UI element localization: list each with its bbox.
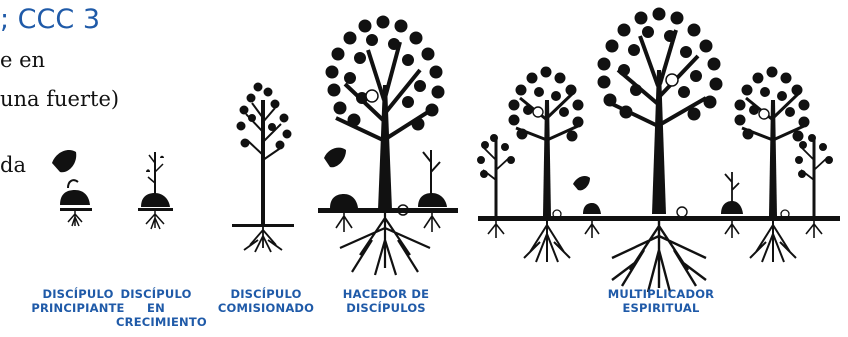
caption-line: PRINCIPIANTE: [31, 301, 125, 315]
caption-line: CRECIMIENTO: [116, 315, 207, 329]
page-heading: ; CCC 3: [0, 4, 100, 35]
text-line-2: una fuerte): [0, 87, 120, 111]
caption-line: HACEDOR DE: [342, 287, 430, 301]
seedling-figure: [138, 152, 173, 230]
stage-caption-crecimiento: DISCÍPULO EN CRECIMIENTO: [116, 287, 207, 329]
text-line-1: e en: [0, 48, 46, 72]
stage-caption-multiplicador: MULTIPLICADOR ESPIRITUAL: [596, 287, 726, 315]
multiplier-forest-figure: [477, 7, 840, 293]
stage-caption-comisionado: DISCÍPULO COMISIONADO: [210, 287, 322, 315]
caption-line: MULTIPLICADOR: [607, 287, 715, 301]
caption-line: DISCÍPULO: [230, 287, 302, 301]
caption-line: EN: [147, 301, 165, 315]
caption-line: COMISIONADO: [217, 301, 315, 315]
text-line-3: da: [0, 153, 26, 177]
caption-line: ESPIRITUAL: [622, 301, 700, 315]
young-tree-figure: [232, 82, 294, 253]
stage-caption-principiante: DISCÍPULO PRINCIPIANTE: [26, 287, 130, 315]
caption-line: DISCÍPULO: [120, 287, 192, 301]
stage-caption-hacedor: HACEDOR DE DISCÍPULOS: [330, 287, 442, 315]
seed-sprout-figure: [52, 150, 92, 227]
fruit-tree-figure: [318, 15, 458, 276]
caption-line: DISCÍPULOS: [346, 301, 426, 315]
caption-line: DISCÍPULO: [42, 287, 114, 301]
